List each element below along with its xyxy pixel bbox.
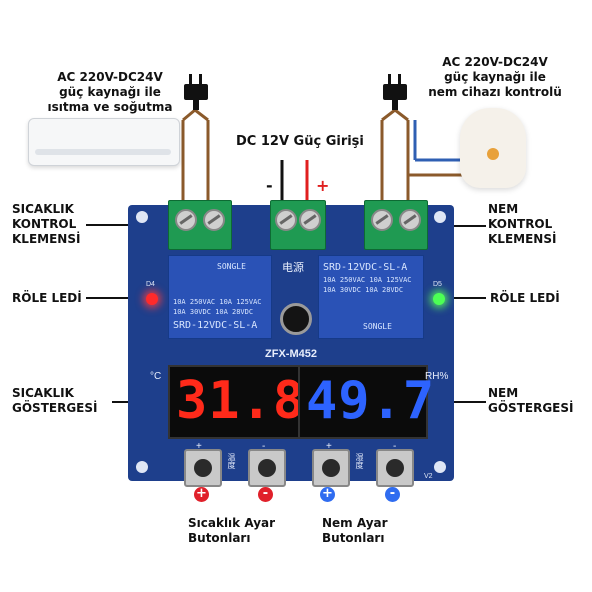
temp-buttons-line1: Sıcaklık Ayar — [188, 516, 276, 530]
relay-right-brand: SONGLE — [363, 322, 392, 331]
btn-temp-minus-mark: - — [262, 441, 266, 452]
temp-reading: 31.8 — [176, 371, 306, 431]
temp-buttons-label: Sıcaklık Ayar Butonları — [188, 516, 275, 546]
temp-unit-label: °C — [150, 371, 162, 382]
hum-buttons-line2: Butonları — [322, 531, 385, 545]
ac-right-caption: AC 220V-DC24V güç kaynağı ile nem cihazı… — [420, 55, 570, 100]
btn-temp-label: 温度 — [227, 453, 236, 469]
relay-left-spec1: 10A 250VAC 10A 125VAC — [173, 298, 262, 306]
power-label: 电源 — [282, 262, 304, 274]
temp-plus-badge: + — [194, 487, 209, 502]
btn-temp-plus-mark: + — [196, 441, 202, 452]
temp-terminal-line2: KONTROL — [12, 217, 77, 231]
hum-display: 49.7 — [298, 365, 434, 439]
controller-board: SONGLE 10A 250VAC 10A 125VAC 10A 30VDC 1… — [128, 200, 454, 487]
temp-plus-button[interactable] — [184, 449, 222, 487]
hum-terminal-line1: NEM — [488, 202, 519, 216]
relay-left-model: SRD-12VDC-SL-A — [173, 320, 258, 331]
relay-left-spec2: 10A 30VDC 10A 28VDC — [173, 308, 254, 316]
relay-right-model: SRD-12VDC-SL-A — [323, 262, 408, 273]
temp-terminal-line3: KLEMENSİ — [12, 232, 81, 246]
temp-display-label: SICAKLIK GÖSTERGESİ — [12, 386, 97, 416]
led-left-tag: D4 — [146, 281, 155, 288]
ac-left-caption: AC 220V-DC24V güç kaynağı ile ısıtma ve … — [40, 70, 180, 115]
temp-display-line1: SICAKLIK — [12, 386, 74, 400]
plug-icon-right — [383, 74, 407, 110]
temp-buttons-line2: Butonları — [188, 531, 251, 545]
rh-label: RH% — [425, 371, 449, 382]
dc-power-terminal[interactable] — [270, 200, 326, 250]
hum-minus-button[interactable] — [376, 449, 414, 487]
hum-terminal-line3: KLEMENSİ — [488, 232, 557, 246]
relay-right-spec2: 10A 30VDC 10A 28VDC — [323, 286, 404, 294]
temp-minus-button[interactable] — [248, 449, 286, 487]
dc-input-label: DC 12V Güç Girişi — [236, 134, 364, 149]
hum-plus-badge: + — [320, 487, 335, 502]
relay-led-left — [146, 293, 158, 305]
ac-right-line2: güç kaynağı ile — [444, 70, 546, 84]
btn-hum-plus-mark: + — [326, 441, 332, 452]
relay-left-brand: SONGLE — [217, 262, 246, 271]
temp-minus-badge: - — [258, 487, 273, 502]
hum-display-line1: NEM — [488, 386, 519, 400]
ac-right-line1: AC 220V-DC24V — [442, 55, 548, 69]
relay-right-spec1: 10A 250VAC 10A 125VAC — [323, 276, 412, 284]
relay-led-right — [433, 293, 445, 305]
ac-left-line2: güç kaynağı ile — [59, 85, 161, 99]
dc-plus-label: + — [316, 176, 330, 195]
relay-left: SONGLE 10A 250VAC 10A 125VAC 10A 30VDC 1… — [168, 255, 272, 339]
temp-terminal-line1: SICAKLIK — [12, 202, 74, 216]
ac-left-line1: AC 220V-DC24V — [57, 70, 163, 84]
hum-display-label: NEM GÖSTERGESİ — [488, 386, 573, 416]
hum-reading: 49.7 — [306, 371, 436, 431]
hum-terminal-line2: KONTROL — [488, 217, 553, 231]
plug-icon-left — [184, 74, 208, 110]
relay-right: SRD-12VDC-SL-A 10A 250VAC 10A 125VAC 10A… — [318, 255, 424, 339]
relay-led-right-label: RÖLE LEDİ — [490, 291, 560, 305]
relay-led-left-label: RÖLE LEDİ — [12, 291, 82, 305]
btn-hum-label: 湿度 — [355, 453, 364, 469]
hum-terminal-label: NEM KONTROL KLEMENSİ — [488, 202, 556, 247]
temp-display-line2: GÖSTERGESİ — [12, 401, 98, 415]
hum-display-line2: GÖSTERGESİ — [488, 401, 574, 415]
capacitor — [280, 303, 312, 335]
temp-terminal-label: SICAKLIK KONTROL KLEMENSİ — [12, 202, 80, 247]
ac-right-line3: nem cihazı kontrolü — [428, 85, 562, 99]
ac-left-line3: ısıtma ve soğutma — [47, 100, 173, 114]
temp-display: 31.8 — [168, 365, 304, 439]
hum-buttons-label: Nem Ayar Butonları — [322, 516, 388, 546]
hum-plus-button[interactable] — [312, 449, 350, 487]
hum-minus-badge: - — [385, 487, 400, 502]
hum-buttons-line1: Nem Ayar — [322, 516, 388, 530]
corner-tag: V2 — [424, 473, 433, 480]
temp-control-terminal[interactable] — [168, 200, 232, 250]
dc-minus-label: - — [266, 176, 273, 195]
air-conditioner-icon — [28, 118, 180, 166]
board-model: ZFX-M452 — [265, 348, 317, 360]
humidifier-icon — [460, 108, 526, 188]
led-right-tag: D5 — [433, 281, 442, 288]
btn-hum-minus-mark: - — [393, 441, 397, 452]
hum-control-terminal[interactable] — [364, 200, 428, 250]
